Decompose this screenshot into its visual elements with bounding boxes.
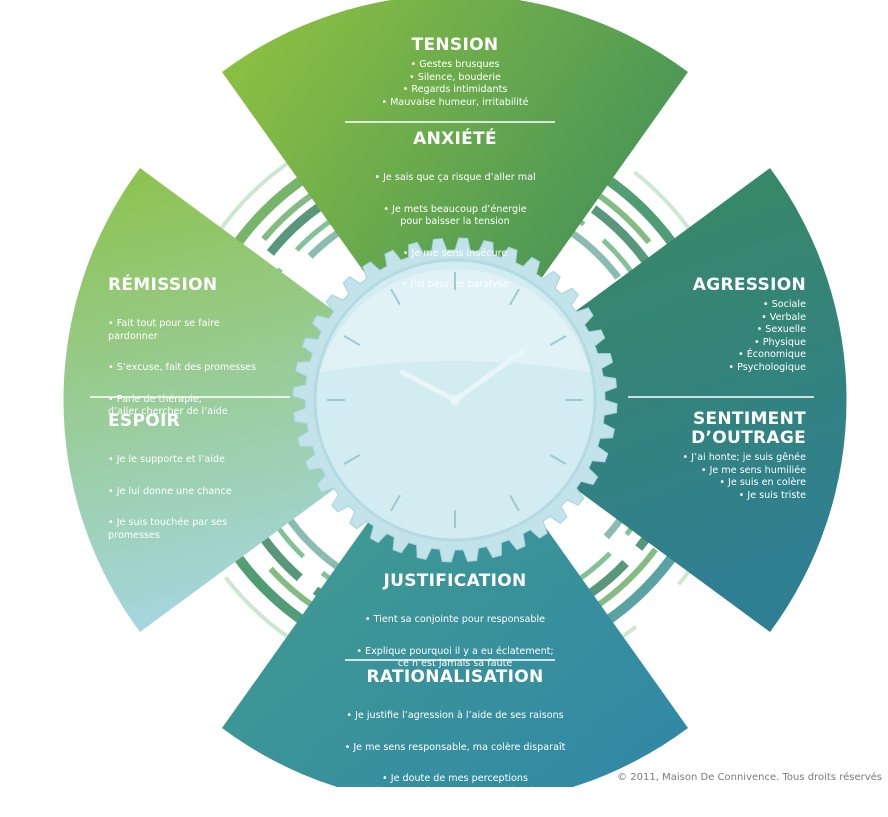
remission-title: RÉMISSION [108,275,218,295]
agression-title: AGRESSION [692,275,806,295]
list-item: Je me sens responsable, ma colère dispar… [310,742,600,755]
list-item: Explique pourquoi il y a eu éclatement; … [320,646,590,671]
list-item: Regards intimidants [335,84,575,97]
sentiment-list: J’ai honte; je suis gênée Je me sens hum… [630,452,806,502]
tension-title: TENSION [411,35,499,55]
list-item: Je doute de mes perceptions (est-ce vrai… [310,773,600,798]
list-item: Silence, bouderie [335,72,575,85]
section-tension: TENSION Gestes brusques Silence, bouderi… [335,36,575,109]
list-item: Je suis touchée par ses promesses [108,517,298,542]
list-item: Je suis en colère [630,477,806,490]
list-item: Je suis triste [630,490,806,503]
list-item: Économique [640,349,806,362]
list-item: Sexuelle [640,324,806,337]
clock-tick [549,335,567,346]
remission-list: Fait tout pour se faire pardonner S’excu… [108,299,298,438]
list-item: Sociale [640,299,806,312]
clock-tick [390,494,401,512]
list-item: Je me sens insécure [325,248,585,261]
list-item: S’excuse, fait des promesses [108,362,298,375]
list-item: Tient sa conjointe pour responsable [320,614,590,627]
list-item: Je sais que ça risque d’aller mal [325,172,585,185]
gear-clock [292,237,618,563]
list-item: Je lui donne une chance [108,486,298,499]
justification-list: Tient sa conjointe pour responsable Expl… [320,595,590,690]
list-item: Physique [640,337,806,350]
clock-tick [343,335,361,346]
list-item: Je me sens humiliée [630,465,806,478]
tension-list: Gestes brusques Silence, bouderie Regard… [335,59,575,109]
list-item: Je le supporte et l’aide [108,454,298,467]
list-item: J’ai honte; je suis gênée [630,452,806,465]
justification-title: JUSTIFICATION [383,571,527,591]
list-item: J’ai peur, je paralyse [325,279,585,292]
espoir-title: ESPOIR [108,411,180,431]
anxiete-list: Je sais que ça risque d’aller mal Je met… [325,153,585,311]
list-item: Je mets beaucoup d’énergie pour baisser … [325,204,585,229]
clock-tick [509,494,520,512]
section-rationalisation: RATIONALISATION Je justifie l’agression … [310,668,600,817]
sentiment-title-line2: D’OUTRAGE [691,428,806,448]
anxiete-title: ANXIÉTÉ [413,129,497,149]
list-item: Verbale [640,312,806,325]
section-justification: JUSTIFICATION Tient sa conjointe pour re… [320,572,590,690]
list-item: Psychologique [640,362,806,375]
section-anxiete: ANXIÉTÉ Je sais que ça risque d’aller ma… [325,130,585,311]
rationalisation-list: Je justifie l’agression à l’aide de ses … [310,691,600,817]
cycle-diagram: TENSION Gestes brusques Silence, bouderi… [0,0,888,787]
clock-tick [549,454,567,465]
section-sentiment: SENTIMENT D’OUTRAGE J’ai honte; je suis … [630,410,806,502]
section-remission: RÉMISSION Fait tout pour se faire pardon… [108,276,298,438]
sentiment-title-line1: SENTIMENT [692,409,806,429]
list-item: Je justifie l’agression à l’aide de ses … [310,710,600,723]
clock-tick [343,454,361,465]
copyright-notice: © 2011, Maison De Connivence. Tous droit… [617,772,882,783]
list-item: Parle de thérapie, d’aller chercher de l… [108,394,298,419]
clock-hand-minute [452,349,525,403]
espoir-list: Je le supporte et l’aide Je lui donne un… [108,435,298,561]
list-item: Fait tout pour se faire pardonner [108,318,298,343]
agression-list: Sociale Verbale Sexuelle Physique Économ… [640,299,806,375]
list-item: Mauvaise humeur, irritabilité [335,97,575,110]
rationalisation-title: RATIONALISATION [366,667,544,687]
section-espoir: ESPOIR Je le supporte et l’aide Je lui d… [108,412,298,561]
section-agression: AGRESSION Sociale Verbale Sexuelle Physi… [640,276,806,375]
clock-center [450,395,460,405]
list-item: Gestes brusques [335,59,575,72]
wedge-right [455,168,847,632]
clock-glare [320,269,590,372]
wedge-bottom [222,400,688,787]
clock-hand-hour [399,369,458,403]
